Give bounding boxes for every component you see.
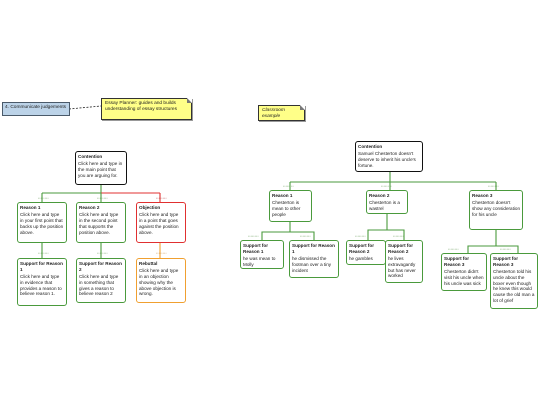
left-objection-box[interactable]: Objection Click here and type in a point… xyxy=(136,202,186,243)
box-text: he was mean to Molly xyxy=(243,255,276,267)
box-title: Support for Reason 1 xyxy=(292,243,335,254)
box-text: Chesterton is a wastrel xyxy=(369,199,400,211)
dots-label: •••••••• xyxy=(38,196,49,200)
communicate-judgements-chip[interactable]: 4. Communicate judgements xyxy=(2,102,70,116)
dots-label: •••••••• xyxy=(355,234,366,238)
dots-label: •••••••• xyxy=(156,196,167,200)
dots-label: •••••••• xyxy=(393,234,404,238)
dots-label: •••••••• xyxy=(300,234,311,238)
dots-label: •••••••• xyxy=(448,247,459,251)
box-text: he dismissed the footman over a tiny inc… xyxy=(292,255,332,273)
right-tree-lines xyxy=(261,172,519,253)
box-text: Samuel Chesterton doesn't deserve to inh… xyxy=(358,150,416,168)
box-title: Reason 2 xyxy=(369,193,390,198)
right-reason1-box[interactable]: Reason 1 Chesterton is mean to other peo… xyxy=(269,190,312,222)
dots-label: •••••••• xyxy=(500,247,511,251)
right-s2b-box[interactable]: Support for Reason 2 he lives extravagan… xyxy=(385,240,423,283)
dots-label: •••••••• xyxy=(38,251,49,255)
box-text: Click here and type in something that gi… xyxy=(79,273,119,297)
left-support2-box[interactable]: Support for Reason 2 Click here and type… xyxy=(76,258,126,303)
left-reason1-box[interactable]: Reason 1 Click here and type in your fir… xyxy=(17,202,67,243)
box-text: Click here and type in an objection show… xyxy=(139,267,179,297)
box-title: Objection xyxy=(139,205,161,210)
classroom-example-note[interactable]: Classroom example xyxy=(258,105,305,121)
box-title: Support for Reason 3 xyxy=(444,256,470,267)
box-title: Support for Reason 2 xyxy=(349,243,375,254)
box-text: Chesterton doesn't show any consideratio… xyxy=(472,199,521,217)
box-title: Rebuttal xyxy=(139,261,158,266)
box-text: Click here and type in a point that goes… xyxy=(139,211,179,235)
dots-label: •••••••• xyxy=(97,251,108,255)
dots-label: •••••••• xyxy=(381,184,392,188)
box-text: Click here and type in the second point … xyxy=(79,211,119,235)
right-s3b-box[interactable]: Support for Reason 3 Chesterton told his… xyxy=(490,253,538,309)
box-title: Reason 1 xyxy=(20,205,41,210)
dots-label: •••••••• xyxy=(156,251,167,255)
right-r2-stem xyxy=(367,214,405,240)
box-title: Support for Reason 2 xyxy=(79,261,122,272)
right-s2a-box[interactable]: Support for Reason 2 he gambles xyxy=(346,240,386,265)
box-title: Contention xyxy=(358,144,383,149)
box-text: Click here and type in evidence that pro… xyxy=(20,273,62,297)
right-s3a-box[interactable]: Support for Reason 3 Chesterton didn't v… xyxy=(441,253,487,291)
box-title: Support for Reason 1 xyxy=(243,243,269,254)
essay-planner-note[interactable]: Essay Planner: guides and builds underst… xyxy=(101,98,192,120)
box-title: Reason 3 xyxy=(472,193,493,198)
right-r1-stem xyxy=(261,222,315,240)
box-text: Click here and type in the main point th… xyxy=(78,160,123,178)
dots-label: •••••••• xyxy=(97,196,108,200)
box-text: Chesterton is mean to other people xyxy=(272,199,301,217)
right-r3-stem xyxy=(467,230,519,253)
dots-label: •••••••• xyxy=(283,184,294,188)
chip-label: 4. Communicate judgements xyxy=(5,105,67,110)
dots-label: •••••••• xyxy=(248,234,259,238)
box-title: Support for Reason 3 xyxy=(493,256,519,267)
left-reason2-box[interactable]: Reason 2 Click here and type in the seco… xyxy=(76,202,126,243)
box-text: Click here and type in your first point … xyxy=(20,211,64,235)
left-tree-lines xyxy=(41,185,161,258)
right-reason3-box[interactable]: Reason 3 Chesterton doesn't show any con… xyxy=(469,190,523,230)
box-title: Support for Reason 2 xyxy=(388,243,414,254)
right-s1a-box[interactable]: Support for Reason 1 he was mean to Moll… xyxy=(240,240,284,269)
left-rebuttal-box[interactable]: Rebuttal Click here and type in an objec… xyxy=(136,258,186,303)
box-text: Chesterton didn't visit his uncle when h… xyxy=(444,268,484,286)
note-text: Essay Planner: guides and builds underst… xyxy=(105,101,177,113)
right-reason2-box[interactable]: Reason 2 Chesterton is a wastrel xyxy=(366,190,408,214)
chip-note-link xyxy=(68,105,102,110)
box-title: Reason 2 xyxy=(79,205,100,210)
box-title: Reason 1 xyxy=(272,193,293,198)
left-support1-box[interactable]: Support for Reason 1 Click here and type… xyxy=(17,258,67,306)
box-text: Chesterton told his uncle about the boxe… xyxy=(493,268,535,304)
right-contention-box[interactable]: Contention Samuel Chesterton doesn't des… xyxy=(355,141,423,172)
note-text: Classroom example xyxy=(262,108,285,120)
dots-label: •••••••• xyxy=(488,184,499,188)
left-contention-box[interactable]: Contention Click here and type in the ma… xyxy=(75,151,127,185)
box-text: he gambles xyxy=(349,255,373,261)
box-title: Support for Reason 1 xyxy=(20,261,63,272)
right-s1b-box[interactable]: Support for Reason 1 he dismissed the fo… xyxy=(289,240,339,278)
box-text: he lives extravagantly but has never wor… xyxy=(388,255,416,279)
box-title: Contention xyxy=(78,154,103,159)
